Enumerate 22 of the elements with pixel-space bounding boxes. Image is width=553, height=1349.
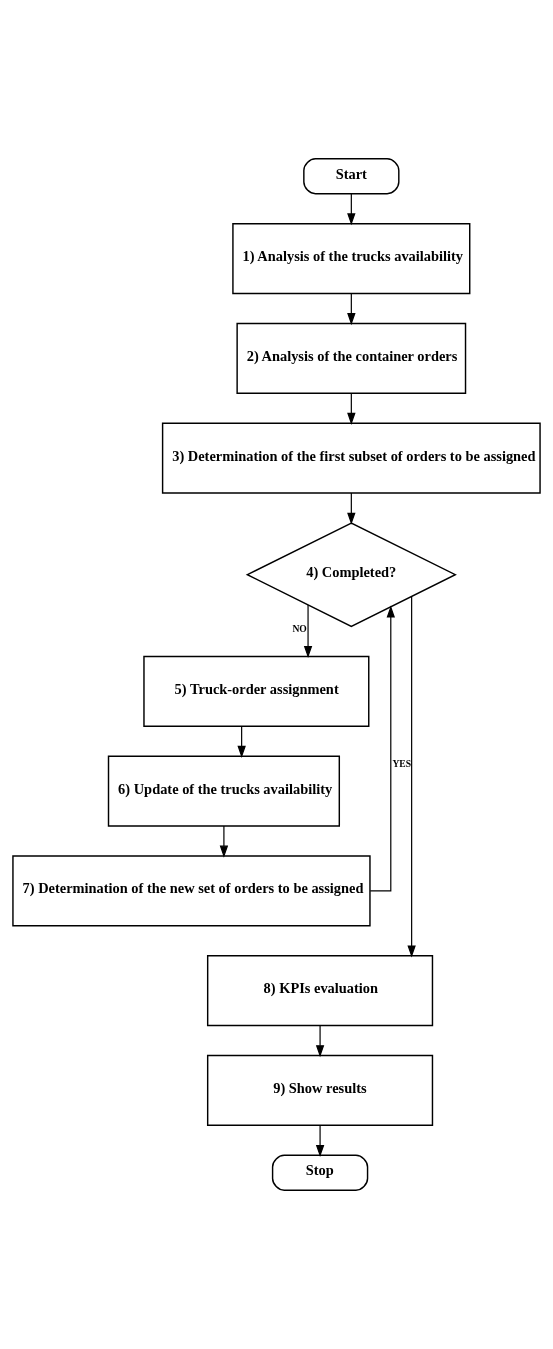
arrow (369, 605, 395, 892)
arrow (347, 193, 356, 226)
node-box: Start (303, 158, 400, 195)
arrow (237, 725, 246, 758)
node-box: 7) Determination of the new set of orders to be assigned (12, 855, 371, 927)
arrow (347, 392, 356, 425)
node-box: Stop (271, 1154, 369, 1191)
node-box: 1) Analysis of the trucks availability (232, 223, 471, 295)
arrow (315, 1024, 325, 1058)
edge-label: YES (392, 757, 412, 769)
arrow (219, 825, 229, 858)
node-box: 6) Update of the trucks availability (107, 755, 341, 827)
node-box: 9) Show results (206, 1054, 434, 1126)
arrow (315, 1124, 325, 1158)
node-box: 3) Determination of the first subset of orders to be assigned (161, 422, 541, 494)
arrow (407, 595, 416, 958)
arrow (347, 292, 356, 326)
node-box: 2) Analysis of the container orders (236, 322, 467, 394)
arrow (347, 492, 356, 525)
node-box: 8) KPIs evaluation (206, 955, 434, 1027)
node-box: 5) Truck-order assignment (143, 655, 370, 727)
arrow (303, 604, 313, 658)
